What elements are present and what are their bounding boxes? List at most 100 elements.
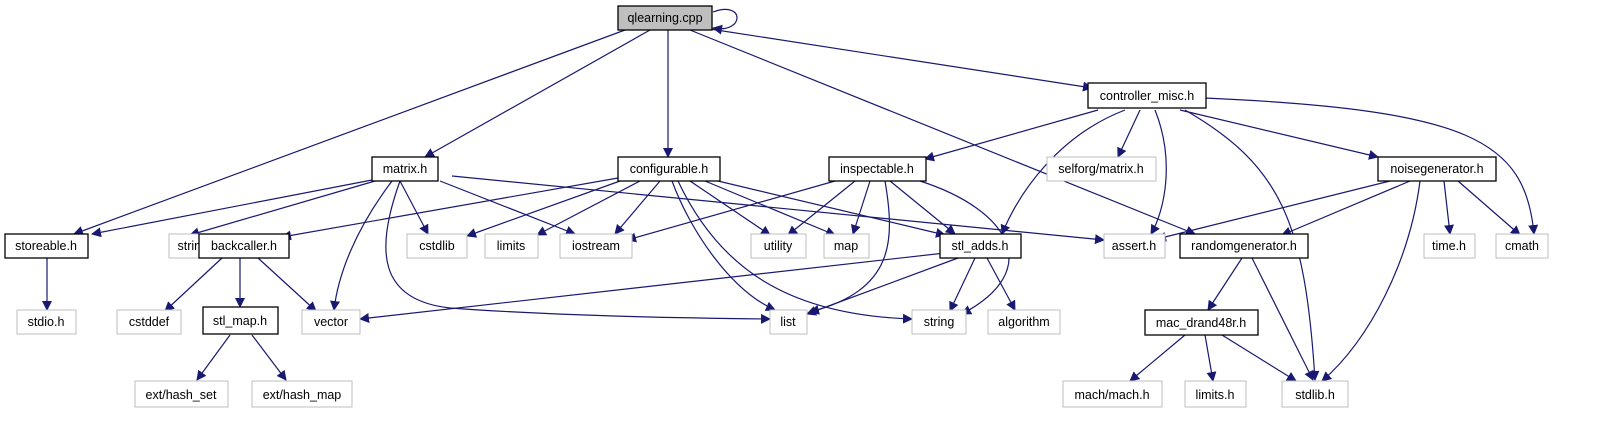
- edge-qlearning-matrix: [424, 29, 651, 158]
- node-utility[interactable]: utility: [750, 233, 807, 259]
- edge-configurable-map: [704, 180, 836, 237]
- edge-inspectable-map: [850, 180, 871, 235]
- node-storeable-h[interactable]: storeable.h: [4, 233, 89, 259]
- node-stdlib-h[interactable]: stdlib.h: [1281, 380, 1349, 408]
- node-limits[interactable]: limits: [484, 233, 539, 259]
- node-qlearning-cpp[interactable]: qlearning.cpp: [617, 5, 713, 31]
- edge-macdrand-mach: [1129, 334, 1186, 382]
- svg-text:assert.h: assert.h: [1112, 239, 1157, 253]
- svg-text:iostream: iostream: [572, 239, 620, 253]
- node-iostream[interactable]: iostream: [559, 233, 633, 259]
- svg-text:mach/mach.h: mach/mach.h: [1074, 388, 1149, 402]
- svg-text:matrix.h: matrix.h: [383, 162, 428, 176]
- svg-text:stl_adds.h: stl_adds.h: [952, 239, 1009, 253]
- edge-qlearning-controller-misc: [709, 28, 1093, 92]
- svg-text:algorithm: algorithm: [998, 315, 1049, 329]
- edge-noise-randomgenerator: [1281, 180, 1411, 237]
- edge-macdrand-stdlib: [1221, 334, 1297, 382]
- svg-text:storeable.h: storeable.h: [15, 239, 77, 253]
- svg-text:time.h: time.h: [1432, 239, 1466, 253]
- edge-noise-time: [1443, 180, 1454, 235]
- edge-controller-inspectable: [924, 109, 1099, 162]
- svg-text:selforg/matrix.h: selforg/matrix.h: [1058, 162, 1143, 176]
- node-cmath[interactable]: cmath: [1495, 233, 1549, 259]
- node-cstdlib[interactable]: cstdlib: [406, 233, 468, 259]
- edge-matrix-string-h: [189, 180, 376, 238]
- node-string[interactable]: string: [911, 309, 967, 335]
- edge-configurable-iostream: [614, 180, 661, 235]
- edge-macdrand-limits-h: [1204, 334, 1217, 382]
- node-map[interactable]: map: [823, 233, 870, 259]
- edge-stladds-string: [949, 257, 976, 312]
- node-cstddef[interactable]: cstddef: [116, 309, 182, 335]
- node-assert-h[interactable]: assert.h: [1103, 233, 1166, 259]
- edge-matrix-iostream: [439, 180, 576, 236]
- svg-text:map: map: [834, 239, 858, 253]
- node-randomgenerator-h[interactable]: randomgenerator.h: [1179, 233, 1309, 259]
- edge-controller-cmath: [1204, 97, 1539, 235]
- node-noisegenerator-h[interactable]: noisegenerator.h: [1377, 156, 1497, 182]
- edge-noise-cmath: [1457, 180, 1521, 236]
- edge-noise-assert: [1156, 180, 1391, 242]
- edge-stladds-list: [806, 257, 959, 316]
- svg-text:vector: vector: [314, 315, 348, 329]
- node-controller-misc-h[interactable]: controller_misc.h: [1087, 82, 1207, 109]
- svg-text:stdlib.h: stdlib.h: [1295, 388, 1335, 402]
- edge-qlearning-self: [712, 8, 738, 35]
- edge-stlmap-hash-map: [251, 334, 287, 381]
- edge-configurable-limits: [536, 180, 641, 236]
- edge-configurable-utility: [689, 180, 771, 236]
- svg-text:stdio.h: stdio.h: [28, 315, 65, 329]
- edge-randomgen-stdlib: [1251, 257, 1314, 381]
- svg-text:limits: limits: [497, 239, 525, 253]
- svg-text:cstddef: cstddef: [129, 315, 170, 329]
- edge-matrix-cstdlib: [399, 180, 429, 235]
- svg-text:controller_misc.h: controller_misc.h: [1100, 89, 1195, 103]
- edge-backcaller-cstddef: [164, 257, 223, 312]
- node-stl-map-h[interactable]: stl_map.h: [202, 306, 279, 335]
- node-mach-mach-h[interactable]: mach/mach.h: [1062, 380, 1163, 408]
- node-time-h[interactable]: time.h: [1423, 233, 1476, 259]
- edge-noise-stdlib: [1321, 180, 1421, 382]
- svg-text:list: list: [780, 315, 796, 329]
- edge-backcaller-vector: [257, 257, 317, 312]
- node-algorithm[interactable]: algorithm: [987, 309, 1061, 335]
- svg-text:backcaller.h: backcaller.h: [211, 239, 277, 253]
- edge-stladds-vector: [359, 252, 946, 323]
- svg-text:stl_map.h: stl_map.h: [213, 314, 267, 328]
- node-configurable-h[interactable]: configurable.h: [617, 156, 721, 182]
- node-mac-drand48r-h[interactable]: mac_drand48r.h: [1144, 309, 1259, 336]
- node-ext-hash-map[interactable]: ext/hash_map: [251, 380, 353, 408]
- nodes: qlearning.cpp controller_misc.h matrix.h…: [4, 5, 1549, 408]
- edge-stlmap-hash-set: [196, 334, 231, 381]
- svg-text:mac_drand48r.h: mac_drand48r.h: [1156, 316, 1246, 330]
- edge-controller-stl-adds: [1000, 109, 1126, 235]
- node-limits-h[interactable]: limits.h: [1184, 380, 1247, 408]
- edge-matrix-list: [385, 180, 771, 324]
- node-matrix-h[interactable]: matrix.h: [371, 156, 439, 182]
- node-inspectable-h[interactable]: inspectable.h: [828, 156, 927, 182]
- svg-text:ext/hash_set: ext/hash_set: [146, 388, 217, 402]
- svg-text:noisegenerator.h: noisegenerator.h: [1390, 162, 1483, 176]
- node-list[interactable]: list: [769, 309, 808, 335]
- edge-controller-assert: [1150, 109, 1167, 235]
- edge-stladds-algorithm: [986, 257, 1016, 311]
- node-selforg-matrix-h[interactable]: selforg/matrix.h: [1046, 156, 1157, 182]
- edge-matrix-vector: [330, 180, 393, 311]
- edge-qlearning-storeable: [73, 29, 626, 236]
- node-ext-hash-set[interactable]: ext/hash_set: [134, 380, 229, 408]
- svg-text:ext/hash_map: ext/hash_map: [263, 388, 342, 402]
- node-vector[interactable]: vector: [301, 309, 361, 335]
- svg-text:string: string: [924, 315, 955, 329]
- edge-inspectable-stl-adds: [889, 180, 956, 235]
- node-backcaller-h[interactable]: backcaller.h: [198, 233, 290, 259]
- svg-text:randomgenerator.h: randomgenerator.h: [1191, 239, 1297, 253]
- svg-text:limits.h: limits.h: [1196, 388, 1235, 402]
- node-stl-adds-h[interactable]: stl_adds.h: [939, 233, 1022, 259]
- edge-controller-stdlib: [1184, 109, 1320, 381]
- edge-randomgen-mac-drand48r: [1207, 257, 1243, 311]
- edge-qlearning-randomgenerator: [689, 29, 1196, 236]
- node-stdio-h[interactable]: stdio.h: [16, 309, 77, 335]
- edge-configurable-backcaller: [281, 177, 619, 241]
